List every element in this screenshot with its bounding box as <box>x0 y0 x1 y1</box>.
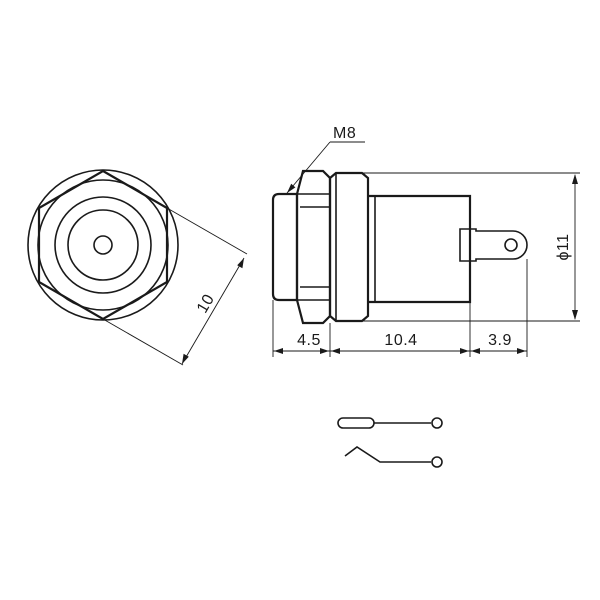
dim-arrow-dia-bottom <box>572 310 578 320</box>
side-view: M8 ϕ11 4.5 10.4 3.9 <box>271 125 580 357</box>
terminal-tab <box>459 228 528 262</box>
front-flange <box>271 192 299 302</box>
schematic-symbol <box>337 417 443 468</box>
dim-arrow-c1 <box>471 348 480 354</box>
dim-arrow-a2 <box>320 348 329 354</box>
dim-arrow-hex-bottom <box>182 353 189 364</box>
leader-m8-diagonal <box>286 141 331 194</box>
terminal-hole <box>504 238 518 252</box>
front-view: 10 <box>27 169 248 366</box>
hex-nut-outline <box>37 169 169 321</box>
ext-line-top-flat <box>166 207 248 255</box>
dim-arrow-b1 <box>331 348 340 354</box>
dim-arrow-c2 <box>517 348 526 354</box>
sleeve-contact-symbol <box>344 446 431 463</box>
outer-rim-circle <box>27 169 179 321</box>
dim-label-body: 10.4 <box>384 332 417 349</box>
dim-arrow-dia-top <box>572 174 578 184</box>
sleeve-terminal <box>431 456 443 468</box>
dim-label-terminal: 3.9 <box>488 332 512 349</box>
dim-line-hex <box>181 257 245 365</box>
inner-ring-small <box>67 209 139 281</box>
center-pin-hole <box>93 235 113 255</box>
ext-line-bottom-flat <box>102 318 184 366</box>
inner-ring-outer <box>37 179 169 311</box>
center-pin-terminal <box>431 417 443 429</box>
dim-arrow-hex-top <box>237 258 244 269</box>
base-flange <box>328 171 370 323</box>
inner-ring-middle <box>54 196 152 294</box>
dim-label-dia: ϕ11 <box>555 233 572 260</box>
center-pin-symbol <box>337 417 375 429</box>
dim-arrow-a1 <box>274 348 283 354</box>
leader-m8-arrow <box>287 183 296 193</box>
dim-label-hex: 10 <box>194 291 218 316</box>
dim-label-flange: 4.5 <box>297 332 321 349</box>
jack-body <box>368 194 472 304</box>
dim-arrow-b2 <box>460 348 469 354</box>
thread-label: M8 <box>333 125 356 142</box>
